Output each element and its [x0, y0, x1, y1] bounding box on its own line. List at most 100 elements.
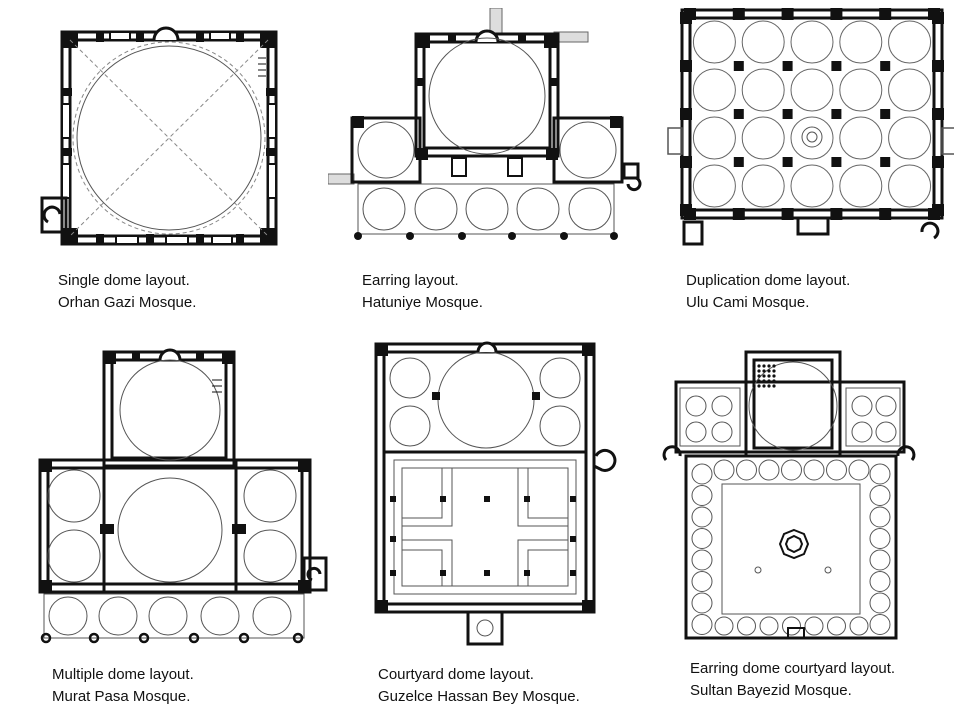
arcade-dome: [737, 616, 756, 636]
dome: [839, 20, 883, 64]
arcade-dome: [691, 463, 713, 485]
plan-sultan-bayezid: [662, 344, 932, 644]
buttress: [732, 208, 745, 220]
pier: [782, 157, 793, 167]
dome: [692, 20, 736, 64]
arcade-dome: [849, 616, 869, 636]
plan-ulu-cami: [664, 4, 954, 249]
arcade-dome: [826, 459, 847, 481]
entrance: [787, 627, 805, 639]
pier: [880, 157, 891, 167]
pier: [880, 61, 891, 71]
grid-dot: [757, 384, 761, 388]
grid-dot: [762, 364, 766, 368]
arcade-dome: [758, 459, 780, 481]
dome: [692, 164, 736, 208]
grid-dot: [757, 364, 761, 368]
plan-walls: [38, 350, 312, 594]
buttress: [781, 208, 794, 220]
mosque-name-label: Sultan Bayezid Mosque.: [690, 682, 852, 699]
plan-hatuniye: [328, 8, 648, 243]
mosque-name-label: Murat Pasa Mosque.: [52, 688, 191, 705]
minaret: [622, 162, 642, 192]
grid-dot: [772, 384, 776, 388]
arcade-dome: [691, 571, 713, 592]
dome: [888, 20, 932, 64]
pier: [831, 109, 842, 119]
dome: [741, 116, 785, 160]
dome: [741, 20, 785, 64]
pier: [733, 109, 744, 119]
caption-hatuniye: Earring layout. Hatuniye Mosque.: [362, 270, 483, 314]
grid-dot: [752, 364, 756, 368]
caption-murat-pasa: Multiple dome layout. Murat Pasa Mosque.: [52, 664, 194, 708]
arcade-dome: [869, 614, 891, 635]
dome: [692, 116, 736, 160]
grid-dot: [772, 374, 776, 378]
plan-murat-pasa: [36, 348, 336, 648]
layout-type-label: Courtyard dome layout.: [378, 666, 534, 683]
grid-dot: [752, 369, 756, 373]
domes: [389, 351, 581, 449]
buttress: [830, 208, 843, 220]
arcade-dome: [869, 549, 891, 571]
courtyard-arcade: [691, 459, 891, 636]
minarets: [662, 445, 916, 461]
dome: [888, 116, 932, 160]
arcade-dome: [803, 459, 825, 481]
arcade-dome: [691, 528, 713, 549]
arcade-dome: [869, 528, 891, 549]
dome: [741, 164, 785, 208]
grid-dot: [767, 364, 771, 368]
dome: [741, 68, 785, 112]
dome: [888, 68, 932, 112]
dome: [692, 68, 736, 112]
dome-grid: [692, 20, 932, 208]
wall-piers: [352, 34, 622, 160]
pier: [733, 157, 744, 167]
minarets: [682, 216, 940, 246]
plan-walls: [60, 30, 278, 246]
portico-columns: [354, 232, 618, 240]
grid-dot: [752, 379, 756, 383]
well-markers: [754, 566, 832, 574]
mosque-name-label: Orhan Gazi Mosque.: [58, 294, 197, 311]
layout-type-label: Duplication dome layout.: [686, 272, 851, 289]
caption-guzelce-hassan-bey: Courtyard dome layout. Guzelce Hassan Be…: [378, 664, 580, 708]
grid-dot: [757, 379, 761, 383]
grid-dot: [767, 369, 771, 373]
grid-dot: [757, 374, 761, 378]
grid-dot: [772, 364, 776, 368]
minaret: [40, 196, 68, 234]
buttress: [680, 156, 692, 168]
arcade-dome: [713, 459, 735, 481]
grid-dot: [772, 379, 776, 383]
minaret: [302, 556, 328, 592]
domes: [357, 37, 617, 179]
caption-ulu-cami: Duplication dome layout. Ulu Cami Mosque…: [686, 270, 850, 314]
buttress: [680, 108, 692, 120]
grid-dot: [762, 379, 766, 383]
layout-type-label: Earring dome courtyard layout.: [690, 660, 896, 677]
side-rooms: [679, 387, 901, 447]
portico-columns: [40, 632, 304, 644]
arcade-dome: [691, 592, 713, 614]
fountain: [778, 528, 810, 560]
mihrab: [476, 341, 498, 353]
arcade-dome: [827, 616, 846, 636]
grid-dot: [757, 369, 761, 373]
side-doors: [667, 127, 954, 155]
buttress: [932, 60, 944, 72]
arcade-dome: [759, 616, 779, 636]
grid-dot: [772, 369, 776, 373]
buttress: [732, 8, 745, 20]
pier: [831, 61, 842, 71]
wall-piers: [40, 352, 310, 592]
fountain: [801, 126, 823, 148]
entrance: [466, 610, 504, 646]
buttress: [680, 204, 692, 216]
dome: [790, 164, 834, 208]
dome: [790, 68, 834, 112]
main-dome: [748, 361, 838, 451]
plan-walls: [680, 8, 944, 220]
